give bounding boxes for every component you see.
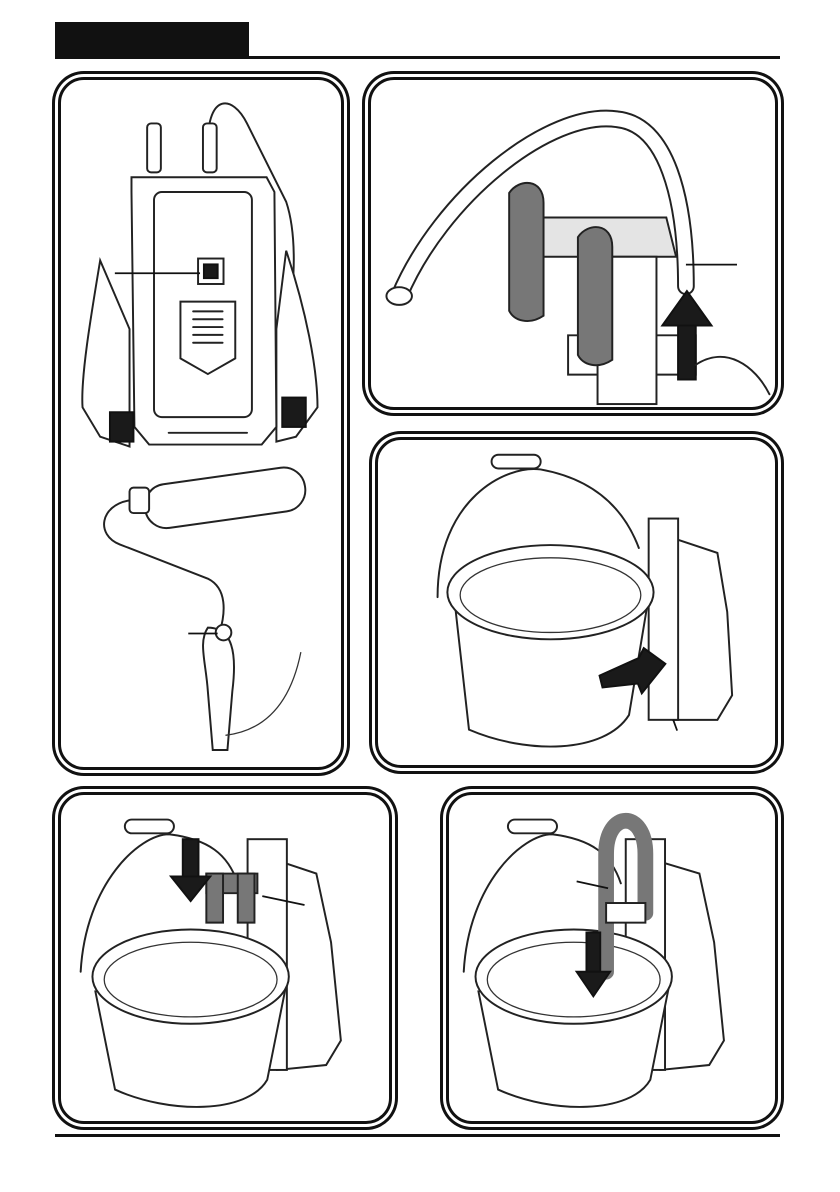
attach-bucket-illustration bbox=[378, 440, 775, 765]
paint-bucket-icon bbox=[92, 930, 288, 1107]
hose-clip-left bbox=[509, 183, 543, 321]
insert-clip-illustration bbox=[61, 795, 389, 1121]
paint-roller-icon bbox=[104, 465, 308, 750]
hose-clip-right bbox=[578, 227, 612, 365]
callout-leader-bracket bbox=[673, 720, 677, 731]
figure-panel-insert-hose bbox=[446, 792, 778, 1124]
backpack-illustration bbox=[61, 80, 341, 767]
hose-holder-illustration bbox=[371, 80, 775, 407]
insert-hose-illustration bbox=[449, 795, 775, 1121]
backpack-unit-icon bbox=[82, 103, 317, 446]
section-header-tab bbox=[55, 22, 249, 57]
figure-panel-backpack bbox=[58, 77, 344, 770]
header-rule bbox=[55, 56, 780, 59]
footer-rule bbox=[55, 1134, 780, 1137]
figure-panel-hose-holder bbox=[368, 77, 778, 410]
paint-bucket-icon bbox=[447, 545, 653, 746]
backpack-side bbox=[673, 538, 732, 720]
figure-panel-insert-clip bbox=[58, 792, 392, 1124]
figure-panel-attach-bucket bbox=[375, 437, 778, 768]
paint-bucket-icon bbox=[476, 930, 672, 1107]
arrow-down-icon bbox=[171, 839, 210, 901]
